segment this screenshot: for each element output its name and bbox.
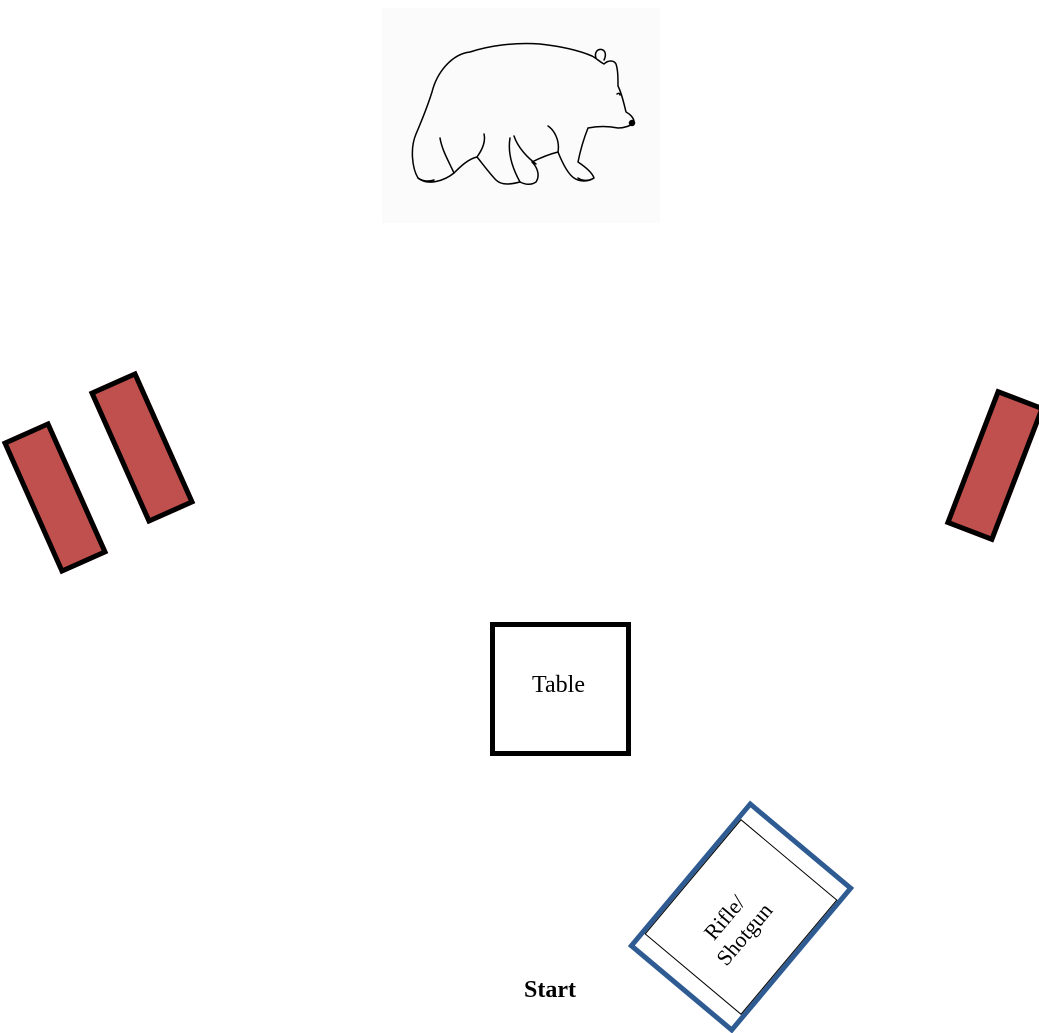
- start-label: Start: [524, 977, 576, 1004]
- rifle-shotgun-label: Rifle/ Shotgun: [676, 863, 793, 988]
- table-label: Table: [532, 672, 585, 699]
- table: Table: [490, 622, 631, 756]
- steel-target-left-1: [2, 421, 108, 575]
- bear-target-area: [382, 8, 660, 223]
- steel-target-left-2: [89, 371, 195, 525]
- rifle-shotgun-rack: Rifle/ Shotgun: [628, 801, 854, 1033]
- steel-target-right: [945, 388, 1039, 542]
- rifle-shotgun-rack-inner: Rifle/ Shotgun: [645, 819, 838, 1015]
- bear-icon: [382, 8, 660, 223]
